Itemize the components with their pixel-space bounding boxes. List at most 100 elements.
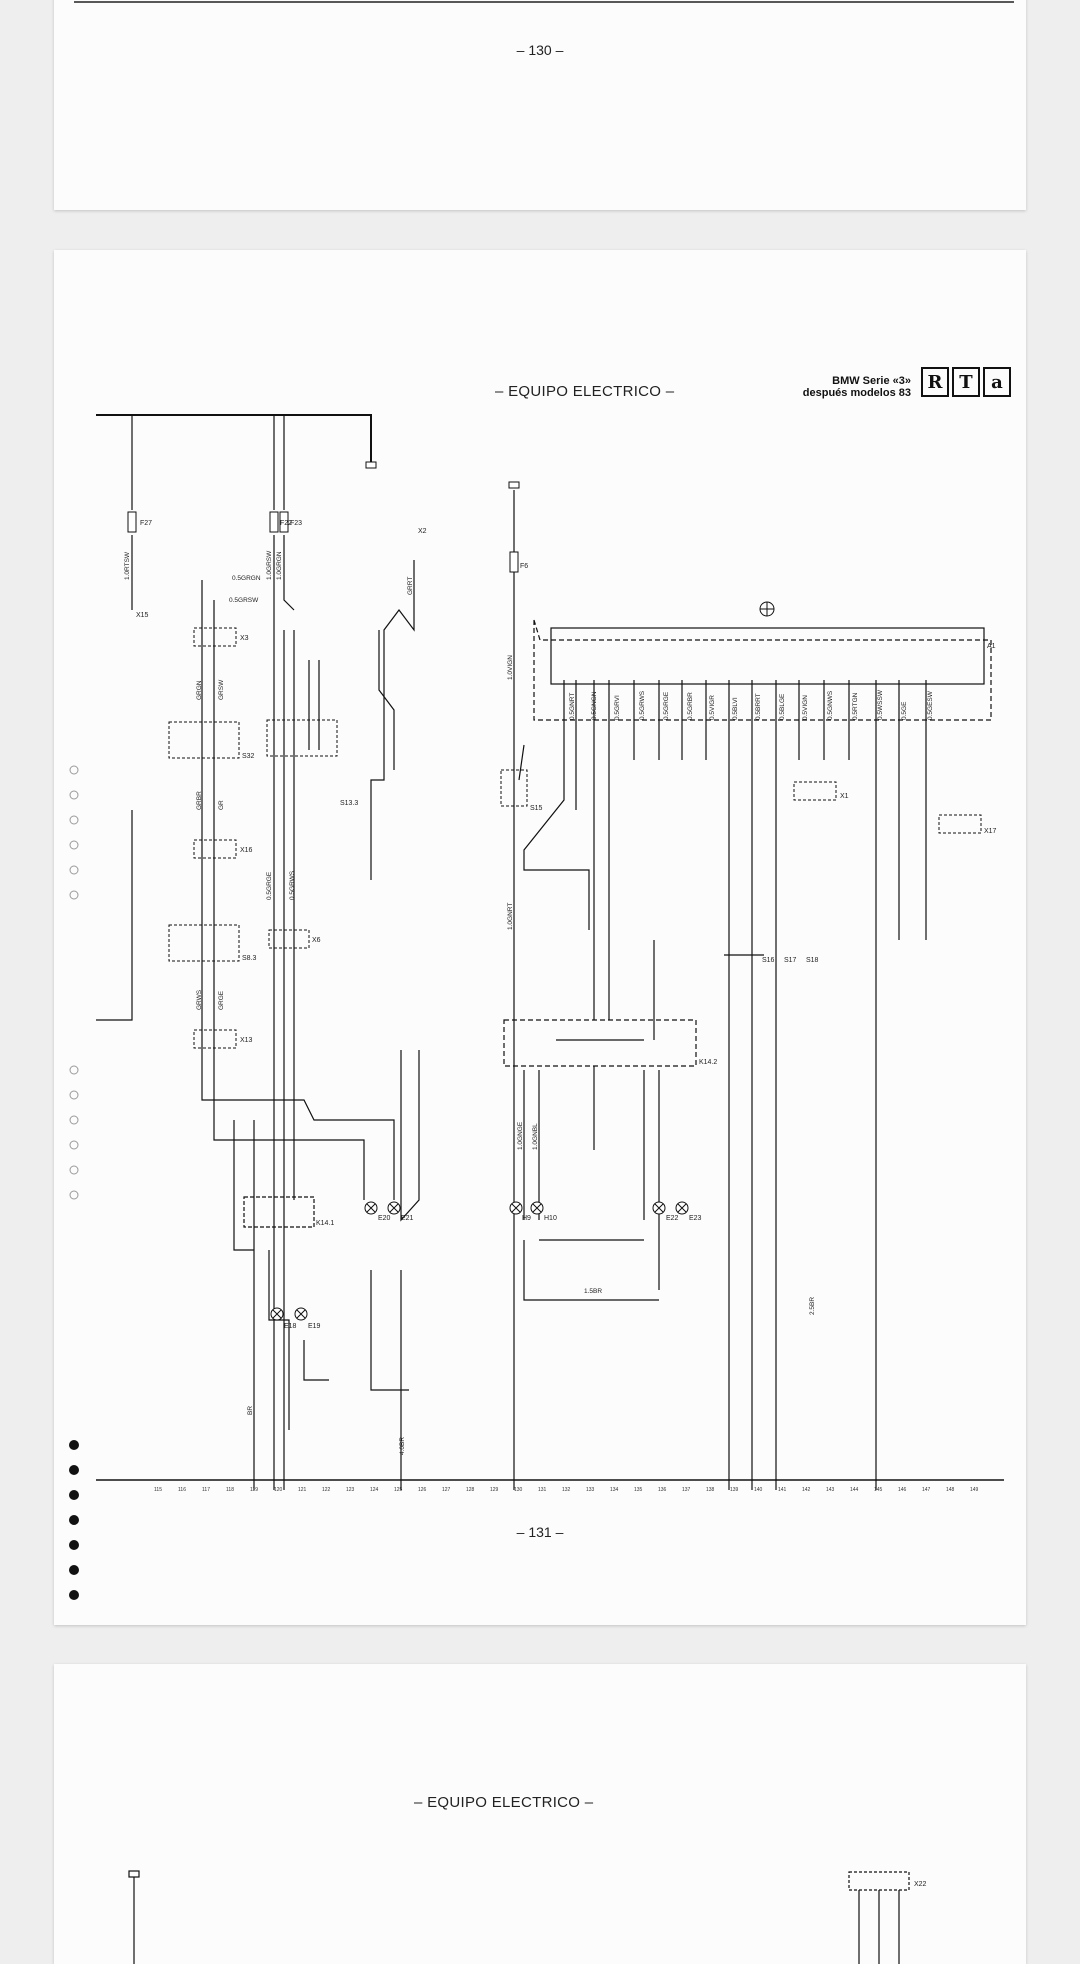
next-page: – EQUIPO ELECTRICO – X22 — [54, 1664, 1026, 1964]
wire-grbr: GRBR — [196, 791, 203, 810]
label-e22: E22 — [666, 1215, 679, 1222]
wire-05grws: 0.5GRWS — [289, 870, 296, 900]
label-x15: X15 — [136, 612, 149, 619]
label-x2: X2 — [418, 528, 427, 535]
wire-10grsw: 1.0GRSW — [266, 550, 273, 580]
wire-10gnrt: 1.0GNRT — [507, 903, 514, 930]
label-x3: X3 — [240, 635, 249, 642]
brand-block: BMW Serie «3» después modelos 83 — [803, 375, 911, 399]
wire-10gnbl: 1.0GNBL — [532, 1123, 539, 1150]
label-f23: F23 — [290, 520, 302, 527]
tick: 148 — [946, 1487, 955, 1493]
tick: 118 — [226, 1487, 234, 1493]
tick: 130 — [514, 1487, 523, 1493]
tick: 124 — [370, 1487, 379, 1493]
wire-05gnws: 0.5GNWS — [827, 690, 834, 720]
wire-05grge: 0.5GRGE — [266, 871, 273, 900]
label-x16: X16 — [240, 847, 253, 854]
wire-05ge: 0.5GE — [901, 701, 908, 720]
component-labels: F27 F22 F23 F6 X15 X3 S32 X16 S8.3 X13 X… — [136, 520, 997, 1330]
wire-40br: 4.0BR — [399, 1437, 406, 1455]
label-x6: X6 — [312, 937, 321, 944]
label-f22: F22 — [280, 520, 292, 527]
tick: 144 — [850, 1487, 859, 1493]
wire-05grge-2: 0.5GRGE — [663, 691, 670, 720]
tick: 125 — [394, 1487, 403, 1493]
tick: 143 — [826, 1487, 835, 1493]
wire-05vigr: 0.5VIGR — [709, 695, 716, 720]
tick: 142 — [802, 1487, 811, 1493]
logo-letter-t: T — [952, 367, 980, 397]
label-e20: E20 — [378, 1215, 391, 1222]
label-x17: X17 — [984, 828, 997, 835]
tick: 134 — [610, 1487, 619, 1493]
tick: 133 — [586, 1487, 595, 1493]
wire-grsw: GRSW — [218, 679, 225, 700]
tick: 137 — [682, 1487, 691, 1493]
tick: 131 — [538, 1487, 547, 1493]
tick: 149 — [970, 1487, 979, 1493]
logo-letter-r: R — [921, 367, 949, 397]
wire-05brrt: 0.5BRRT — [755, 693, 762, 720]
binder-holes — [69, 765, 79, 1600]
tick: 120 — [274, 1487, 283, 1493]
tick: 146 — [898, 1487, 907, 1493]
label-h10: H10 — [544, 1215, 557, 1222]
page-number: – 130 – — [516, 42, 564, 58]
tick: 129 — [490, 1487, 499, 1493]
label-s17: S17 — [784, 957, 797, 964]
tick: 145 — [874, 1487, 883, 1493]
tick: 127 — [442, 1487, 451, 1493]
wire-05gnrt: 0.5GNRT — [569, 693, 576, 720]
wire-15br: 1.5BR — [584, 1288, 602, 1295]
wire-05blge: 0.5BLGE — [779, 693, 786, 720]
wire-grgn: GRGN — [196, 680, 203, 700]
label-a1: A1 — [987, 643, 996, 650]
label-x22: X22 — [914, 1881, 927, 1888]
label-e21: E21 — [401, 1215, 414, 1222]
label-s32: S32 — [242, 753, 255, 760]
tick: 123 — [346, 1487, 355, 1493]
section-title: – EQUIPO ELECTRICO – — [495, 383, 675, 400]
tick: 121 — [298, 1487, 307, 1493]
tick: 135 — [634, 1487, 643, 1493]
tick: 136 — [658, 1487, 667, 1493]
wire-05grsw: 0.5GRSW — [229, 597, 259, 604]
tick: 140 — [754, 1487, 763, 1493]
label-x1: X1 — [840, 793, 849, 800]
tick: 132 — [562, 1487, 571, 1493]
tick: 139 — [730, 1487, 739, 1493]
wire-grge: GRGE — [218, 990, 225, 1010]
wire-gr: GR — [218, 800, 225, 810]
label-e23: E23 — [689, 1215, 702, 1222]
tick: 117 — [202, 1487, 210, 1493]
wire-05grvi: 0.5GRVI — [614, 695, 621, 720]
wire-05grgn: 0.5GRGN — [232, 575, 261, 582]
wire-05grbr: 0.5GRBR — [687, 692, 694, 720]
ground-bus-ticks: 115 116 117 118 119 120 121 122 123 124 … — [154, 1487, 979, 1493]
label-e19: E19 — [308, 1323, 321, 1330]
current-page: – EQUIPO ELECTRICO – BMW Serie «3» despu… — [54, 250, 1026, 1625]
label-s83: S8.3 — [242, 955, 257, 962]
wire-grrt: GRRT — [407, 577, 414, 595]
tick: 119 — [250, 1487, 258, 1493]
label-f6: F6 — [520, 563, 528, 570]
wire-10grgn: 1.0GRGN — [276, 551, 283, 580]
previous-page: – 130 – — [54, 0, 1026, 210]
tick: 128 — [466, 1487, 475, 1493]
label-h9: H9 — [522, 1215, 531, 1222]
wire-05wssw: 0.5WSSW — [877, 689, 884, 720]
next-page-diagram: X22 — [128, 1870, 927, 1964]
tick: 115 — [154, 1487, 162, 1493]
label-s133: S13.3 — [340, 800, 358, 807]
page-130-top-scale — [74, 1, 1014, 3]
tick: 141 — [778, 1487, 787, 1493]
wire-10rtsw: 1.0RTSW — [124, 551, 131, 580]
label-s16: S16 — [762, 957, 775, 964]
label-k141: K14.1 — [316, 1220, 334, 1227]
page-number: – 131 – — [516, 1524, 564, 1540]
tick: 122 — [322, 1487, 331, 1493]
wire-25br: 2.5BR — [809, 1297, 816, 1315]
wire-grws: GRWS — [196, 989, 203, 1010]
wire-labels: 1.0RTSW 1.0GRSW 1.0GRGN 0.5GRGN 0.5GRSW … — [124, 550, 934, 1455]
